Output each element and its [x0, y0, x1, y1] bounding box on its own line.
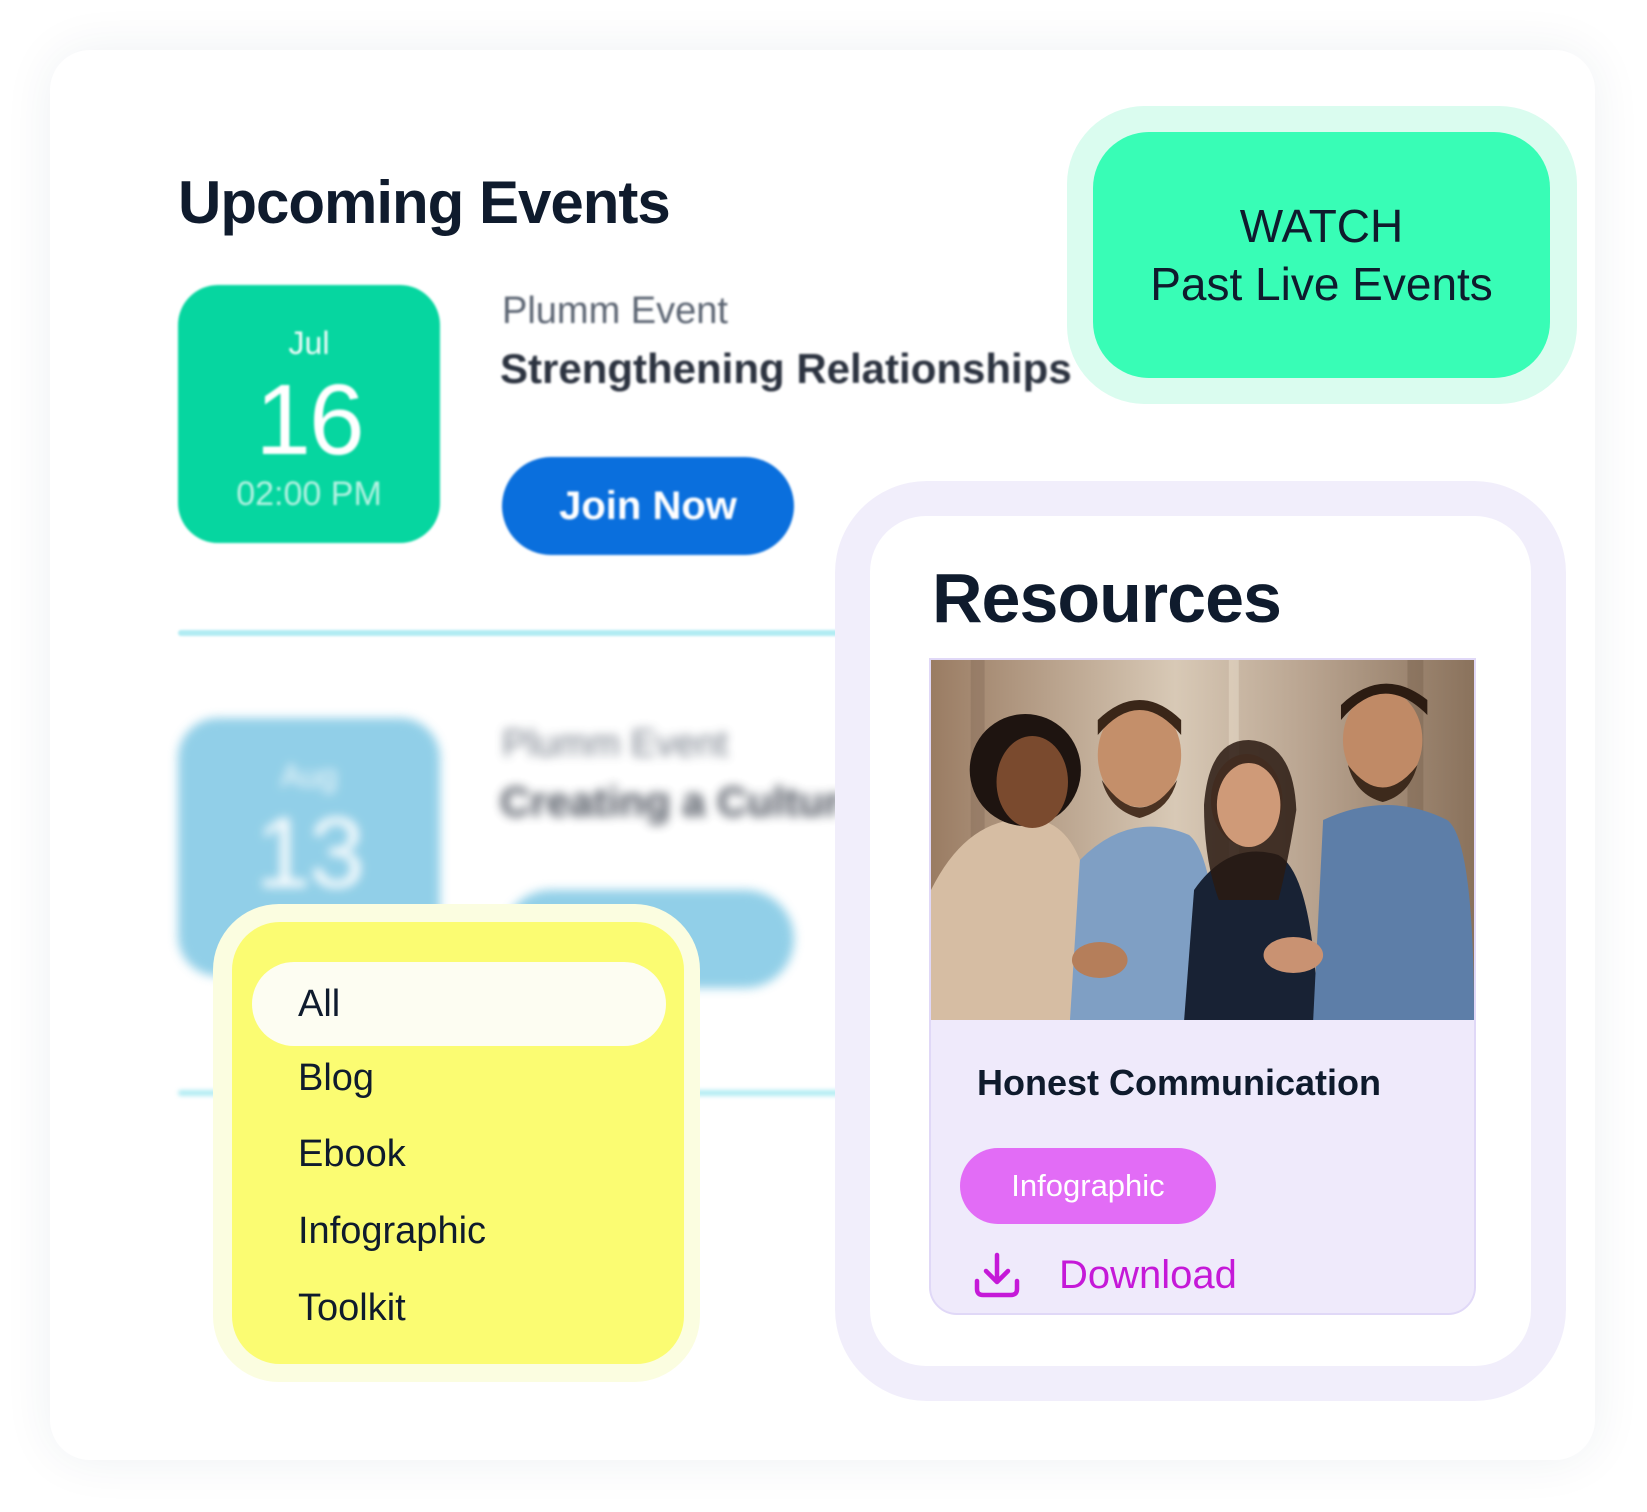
event-name: Strengthening Relationships: [500, 345, 1072, 392]
event-month: Aug: [280, 758, 338, 794]
event-day: 16: [255, 364, 364, 476]
events-title: Upcoming Events: [178, 169, 671, 236]
filter-option-ebook[interactable]: Ebook: [298, 1132, 406, 1175]
past-live-events-label: Past Live Events: [1150, 258, 1493, 310]
event-name: Creating a Culture: [500, 778, 865, 825]
resource-name: Honest Communication: [977, 1062, 1382, 1103]
watch-past-events-button[interactable]: WATCH Past Live Events: [1093, 132, 1550, 378]
filter-option-toolkit[interactable]: Toolkit: [298, 1286, 406, 1329]
resource-photo: [931, 660, 1474, 1020]
resource-card[interactable]: Honest Communication Infographic Downloa…: [929, 658, 1476, 1315]
download-label: Download: [1059, 1252, 1237, 1297]
event-month: Jul: [288, 325, 330, 361]
event-kicker: Plumm Event: [502, 723, 728, 765]
event-divider: [178, 630, 998, 636]
filter-option-blog[interactable]: Blog: [298, 1056, 375, 1099]
event-item: Jul 16 02:00 PM Plumm Event Strengthenin…: [178, 285, 1428, 555]
resources-title: Resources: [932, 559, 1282, 637]
join-now-button[interactable]: Join Now: [502, 457, 794, 555]
filter-option-all[interactable]: All: [252, 962, 666, 1046]
filter-option-infographic[interactable]: Infographic: [298, 1209, 487, 1252]
resource-type-badge: Infographic: [960, 1148, 1216, 1224]
download-icon: [974, 1252, 1020, 1298]
event-kicker: Plumm Event: [502, 290, 728, 332]
resources-panel: Resources: [870, 516, 1531, 1366]
watch-label: WATCH: [1239, 200, 1404, 252]
event-date-tile: Jul 16 02:00 PM: [178, 285, 440, 543]
resource-type-filter: All Blog Ebook Infographic Toolkit: [232, 922, 684, 1364]
event-day: 13: [255, 797, 364, 909]
event-time: 02:00 PM: [236, 475, 382, 513]
download-link[interactable]: Download: [971, 1245, 1237, 1305]
